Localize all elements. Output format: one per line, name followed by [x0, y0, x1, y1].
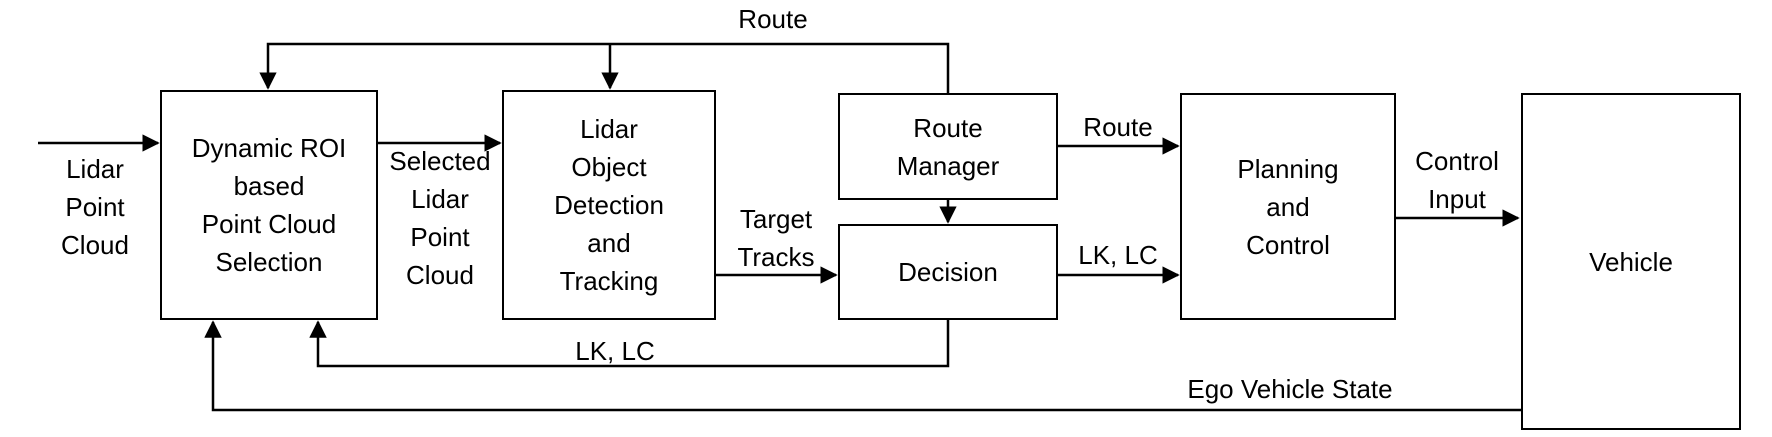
target-tracks-label: Target Tracks	[737, 204, 815, 272]
control-input-label: Control Input	[1415, 146, 1499, 214]
roi-selection-label: Dynamic ROI based Point Cloud Selection	[191, 133, 347, 277]
detection-tracking-label: Lidar Object Detection and Tracking	[554, 114, 664, 296]
decision-label: Decision	[898, 257, 998, 287]
route-top-label: Route	[738, 4, 808, 34]
vehicle-label: Vehicle	[1589, 246, 1673, 277]
lk-lc-feedback-line	[309, 320, 950, 368]
decision-block: Decision	[838, 224, 1058, 320]
route-feedback-line	[259, 42, 950, 93]
planning-control-label: Planning and Control	[1237, 153, 1339, 260]
route-to-planning-label: Route	[1083, 112, 1153, 142]
lidar-input-label: Lidar Point Cloud	[61, 154, 129, 260]
planning-control-block: Planning and Control	[1180, 93, 1396, 320]
route-manager-label: Route Manager	[896, 112, 1000, 181]
detection-tracking-block: Lidar Object Detection and Tracking	[502, 90, 716, 320]
lk-lc-to-planning-label: LK, LC	[1078, 240, 1158, 270]
lk-lc-feedback-label: LK, LC	[575, 336, 655, 366]
selected-cloud-label: Selected Lidar Point Cloud	[389, 146, 491, 290]
vehicle-block: Vehicle	[1521, 93, 1741, 430]
ego-state-feedback-line	[204, 320, 1521, 412]
roi-selection-block: Dynamic ROI based Point Cloud Selection	[160, 90, 378, 320]
route-manager-block: Route Manager	[838, 93, 1058, 200]
ego-state-label: Ego Vehicle State	[1187, 374, 1393, 404]
